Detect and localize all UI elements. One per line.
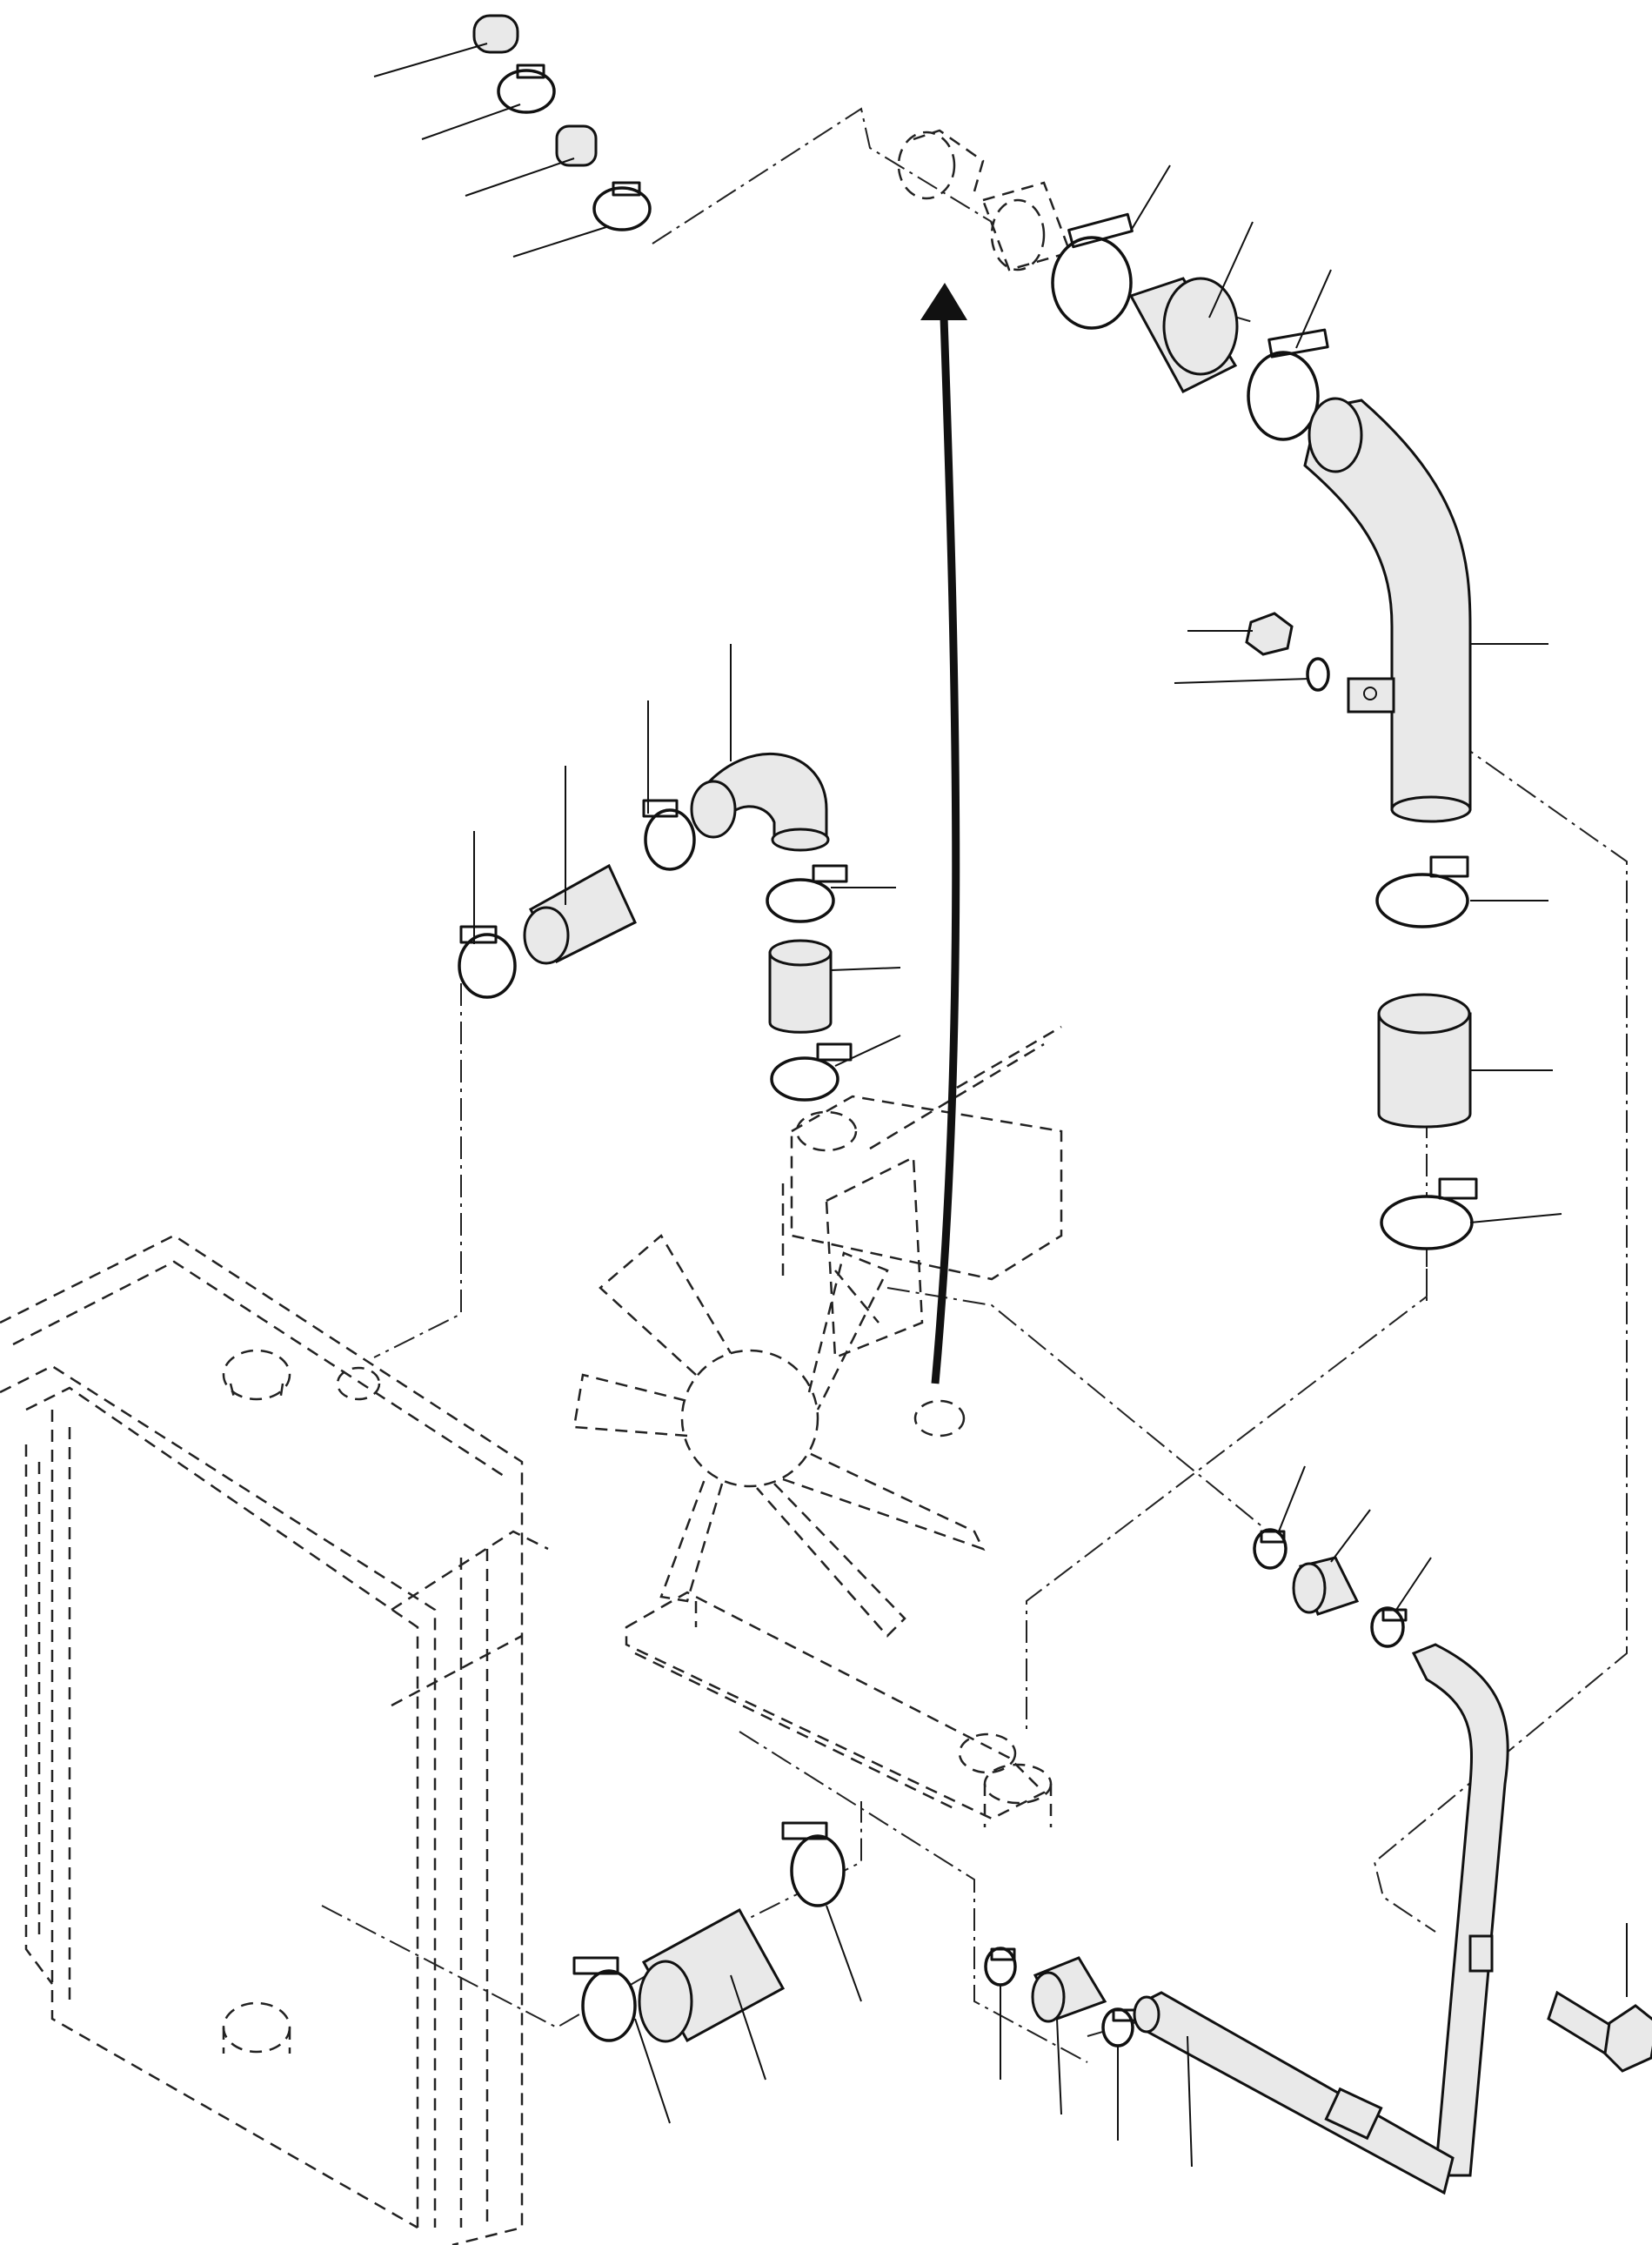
radiator-outline-dashed [0,1234,549,2245]
cap-icon [472,14,519,54]
hose-clamp-icon [1101,2007,1138,2047]
assembly-direction-arrow [920,283,967,1384]
hose-sleeve-icon [1128,277,1239,393]
nut-icon [1187,612,1294,656]
engine-block-dashed [625,1025,1063,1827]
hose-clamp-icon [497,64,556,114]
bolt-icon [1547,1923,1652,2073]
bracket-icon [1347,677,1395,714]
lower-right-pipe-assembly [1253,1465,1509,2177]
hose-sleeve-icon [555,124,598,167]
hose-clamp-icon [770,1042,853,1102]
bent-pipe-icon [1303,397,1548,823]
upper-elbow-connection [897,129,1072,271]
hose-clamp-icon [592,181,652,231]
hose-clamp-icon [1370,1606,1408,1648]
hose-clamp-icon [1253,1528,1287,1570]
hose-clamp-icon [1375,855,1469,928]
lower-radiator-hose-assembly [572,1821,862,2124]
bent-pipe-icon [690,752,830,852]
hose-sleeve-icon [1292,1556,1360,1616]
hose-sleeve-icon [523,863,637,965]
hose-clamp-icon [1380,1177,1478,1250]
hose-clamp-icon [458,925,517,999]
right-lower-hose-stack [1375,855,1562,1250]
bracket-icon [1468,1934,1494,1973]
hose-clamp-icon [1247,328,1329,441]
washer-icon [1174,657,1330,692]
hose-clamp-icon [984,1947,1017,1987]
bracket-icon [1324,2087,1383,2141]
upper-right-clamp-set [1051,164,1332,441]
hose-clamp-icon [572,1956,637,2042]
lower-pipe-run [984,1947,1455,2195]
hose-sleeve-icon [638,1907,786,2043]
cooling-fan-dashed [572,1234,986,1638]
hose-sleeve-icon [1031,1956,1107,2023]
hose-clamp-icon [766,864,848,923]
hose-sleeve-icon [768,939,833,1034]
hose-clamp-icon [1051,212,1134,330]
hose-sleeve-icon [1377,993,1472,1129]
center-elbow-assembly [458,644,901,1102]
top-left-fitting-stack [373,14,652,258]
hose-clamp-icon [642,799,696,871]
hose-clamp-icon [781,1821,846,1907]
